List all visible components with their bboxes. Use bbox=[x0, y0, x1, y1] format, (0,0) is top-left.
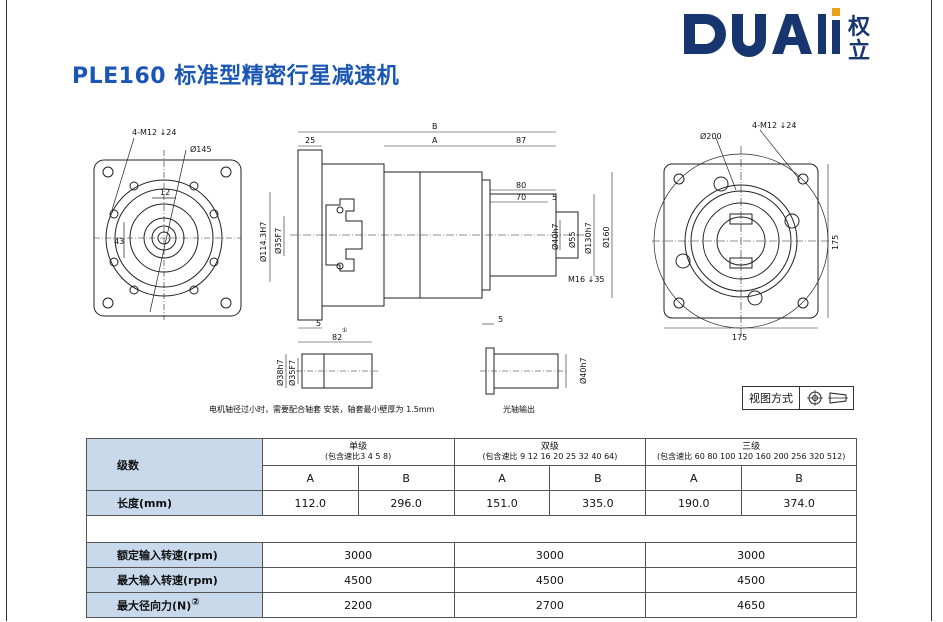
radial-force-value: 2700 bbox=[453, 592, 647, 618]
side-dim-87: 87 bbox=[516, 136, 526, 145]
table-row: 最大径向力(N)② 2200 2700 4650 bbox=[86, 592, 857, 618]
rear-dia: Ø200 bbox=[700, 131, 722, 141]
max-speed-value: 4500 bbox=[261, 567, 455, 593]
front-dim-43: 43 bbox=[114, 237, 124, 246]
front-hole-label: 4-M12 ↓24 bbox=[132, 128, 176, 137]
col-b: B bbox=[741, 465, 857, 491]
spec-table: 级数 单级 (包含速比3 4 5 8) 双级 (包含速比 9 12 16 20 … bbox=[86, 438, 857, 618]
technical-drawing: 4-M12 ↓24 Ø145 12 43 bbox=[0, 100, 943, 420]
side-phi40: Ø40h7 bbox=[550, 223, 560, 250]
col-b: B bbox=[549, 465, 647, 491]
view-method-box: 视图方式 bbox=[742, 386, 854, 410]
logo-cn-bottom: 立 bbox=[848, 38, 870, 64]
col-a: A bbox=[645, 465, 743, 491]
page-title: PLE160 标准型精密行星减速机 bbox=[72, 64, 400, 89]
table-row: 级数 单级 (包含速比3 4 5 8) 双级 (包含速比 9 12 16 20 … bbox=[86, 438, 857, 491]
radial-force-label: 最大径向力(N)② bbox=[86, 592, 263, 618]
side-dim-70: 70 bbox=[516, 193, 526, 202]
footnote-mark: ② bbox=[191, 596, 200, 608]
stage-single: 单级 (包含速比3 4 5 8) bbox=[261, 438, 455, 466]
side-dim-5c: 5 bbox=[498, 315, 503, 324]
projection-symbol-icon bbox=[807, 390, 848, 406]
length-value: 374.0 bbox=[741, 490, 857, 516]
side-view bbox=[269, 131, 613, 343]
sleeve-phi35: Ø35F7 bbox=[287, 360, 297, 386]
side-phi160: Ø160 bbox=[601, 226, 611, 248]
col-a: A bbox=[261, 465, 359, 491]
view-method-label: 视图方式 bbox=[743, 387, 800, 409]
stage-double: 双级 (包含速比 9 12 16 20 25 32 40 64) bbox=[453, 438, 647, 466]
rear-hole-label: 4-M12 ↓24 bbox=[752, 121, 796, 130]
rear-view bbox=[652, 129, 830, 336]
spacer-cell bbox=[86, 515, 857, 543]
length-label: 长度(mm) bbox=[86, 490, 263, 516]
page-border bbox=[6, 0, 932, 621]
shaft-note: 光轴输出 bbox=[503, 405, 535, 414]
side-thread: M16 ↓35 bbox=[568, 275, 605, 284]
side-phi130: Ø130h7 bbox=[583, 222, 593, 254]
length-value: 335.0 bbox=[549, 490, 647, 516]
table-row: 最大输入转速(rpm) 4500 4500 4500 bbox=[86, 567, 857, 593]
radial-force-value: 4650 bbox=[645, 592, 857, 618]
max-speed-value: 4500 bbox=[645, 567, 857, 593]
length-value: 151.0 bbox=[453, 490, 551, 516]
side-phi35: Ø35F7 bbox=[273, 228, 283, 254]
rated-speed-value: 3000 bbox=[261, 542, 455, 568]
length-value: 112.0 bbox=[261, 490, 359, 516]
stage-label: 级数 bbox=[86, 438, 263, 491]
side-dim-A: A bbox=[432, 136, 438, 145]
side-dim-80: 80 bbox=[516, 181, 526, 190]
side-circ-1: ① bbox=[342, 327, 347, 334]
rated-speed-label: 额定输入转速(rpm) bbox=[86, 542, 263, 568]
sleeve-detail bbox=[285, 353, 378, 389]
table-row: 长度(mm) 112.0 296.0 151.0 335.0 190.0 374… bbox=[86, 490, 857, 516]
rear-dim-175v: 175 bbox=[831, 235, 840, 250]
stage-triple: 三级 (包含速比 60 80 100 120 160 200 256 320 5… bbox=[645, 438, 857, 466]
rated-speed-value: 3000 bbox=[645, 542, 857, 568]
rated-speed-value: 3000 bbox=[453, 542, 647, 568]
rear-dim-175h: 175 bbox=[732, 333, 747, 342]
brand-logo: 权 立 bbox=[682, 6, 892, 68]
table-row-spacer bbox=[86, 515, 857, 543]
max-speed-label: 最大输入转速(rpm) bbox=[86, 567, 263, 593]
shaft-phi40: Ø40h7 bbox=[578, 357, 588, 384]
sleeve-note: 电机轴径过小时，需要配合轴套 安装，轴套最小壁厚为 1.5mm bbox=[209, 405, 435, 414]
side-dim-B: B bbox=[432, 122, 438, 131]
shaft-detail bbox=[480, 347, 567, 395]
length-value: 296.0 bbox=[357, 490, 455, 516]
radial-force-value: 2200 bbox=[261, 592, 455, 618]
logo-cn-top: 权 bbox=[847, 14, 871, 40]
side-phi55: Ø55 bbox=[567, 232, 577, 248]
side-dim-25: 25 bbox=[305, 136, 315, 145]
table-row: 额定输入转速(rpm) 3000 3000 3000 bbox=[86, 542, 857, 568]
front-dia-label: Ø145 bbox=[190, 144, 212, 154]
side-dim-82: 82 bbox=[332, 333, 342, 342]
front-view bbox=[93, 137, 242, 320]
side-dim-5a: 5 bbox=[552, 193, 557, 202]
sleeve-phi38: Ø38h7 bbox=[275, 359, 285, 386]
length-value: 190.0 bbox=[645, 490, 743, 516]
col-a: A bbox=[453, 465, 551, 491]
side-phi114: Ø114.3H7 bbox=[258, 222, 268, 262]
max-speed-value: 4500 bbox=[453, 567, 647, 593]
col-b: B bbox=[357, 465, 455, 491]
table-row: A B A B A B bbox=[87, 465, 857, 491]
side-dim-5b: 5 bbox=[316, 319, 321, 328]
front-dim-12: 12 bbox=[160, 188, 170, 197]
